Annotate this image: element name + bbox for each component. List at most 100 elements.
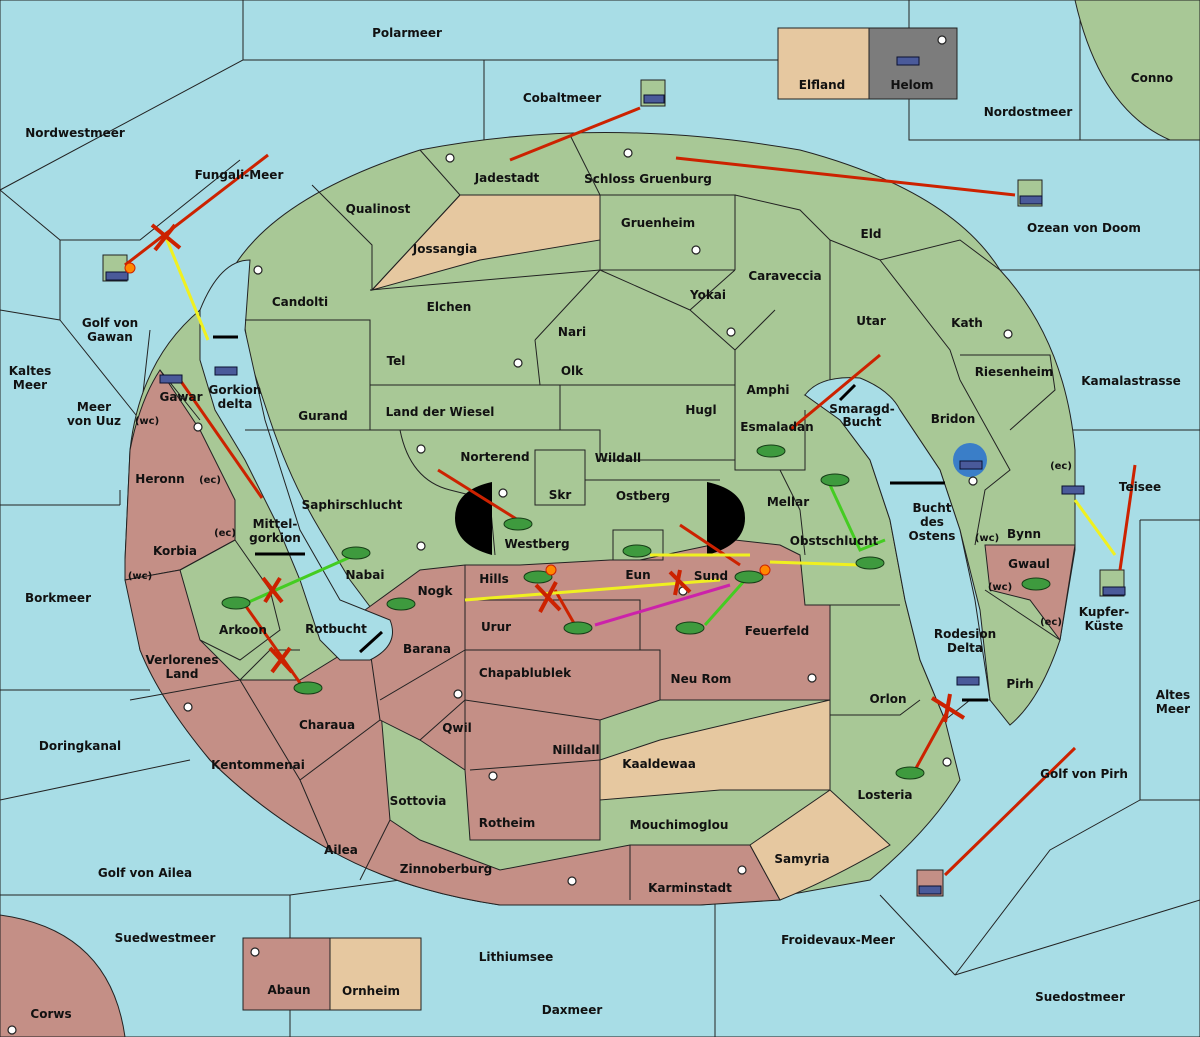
land-label: (ec) bbox=[214, 528, 236, 539]
sea-label-layer: Polarmeer Nordwestmeer Cobaltmeer Nordos… bbox=[9, 26, 1190, 1021]
sea-label: Doringkanal bbox=[39, 739, 121, 753]
land-label: Abaun bbox=[267, 983, 310, 997]
ship-icon bbox=[1019, 195, 1043, 205]
tank-icon bbox=[855, 556, 885, 570]
sea-label: Golf von Ailea bbox=[98, 866, 192, 880]
territory-conno[interactable] bbox=[1074, 0, 1200, 141]
land-label: (ec) bbox=[199, 475, 221, 486]
land-label: Candolti bbox=[272, 295, 328, 309]
sea-label: Kupfer- bbox=[1079, 605, 1129, 619]
ship-icon bbox=[918, 885, 942, 895]
cross-icon bbox=[261, 576, 284, 604]
ship-icon bbox=[159, 374, 183, 384]
sea-label: Rotbucht bbox=[305, 622, 367, 636]
sea-label: Golf von bbox=[82, 316, 138, 330]
sea-label: Corws bbox=[30, 1007, 71, 1021]
ship-icon bbox=[896, 56, 920, 66]
sea-label: Altes bbox=[1156, 688, 1190, 702]
land-label: Wildall bbox=[595, 451, 641, 465]
explosion-icon bbox=[545, 564, 557, 576]
land-label: Chapablublek bbox=[479, 666, 572, 680]
sea-label: Cobaltmeer bbox=[523, 91, 601, 105]
supply-center-icon bbox=[942, 757, 952, 767]
supply-center-icon bbox=[1003, 329, 1013, 339]
tank-icon bbox=[293, 681, 323, 695]
sea-label: Conno bbox=[1131, 71, 1173, 85]
land-label: Gawar bbox=[159, 390, 202, 404]
tank-icon bbox=[503, 517, 533, 531]
land-label: Schloss Gruenburg bbox=[584, 172, 712, 186]
land-label: Ostberg bbox=[616, 489, 670, 503]
tank-icon bbox=[523, 570, 553, 584]
sea-label: Teisee bbox=[1119, 480, 1161, 494]
land-label: Gurand bbox=[298, 409, 348, 423]
tank-icon bbox=[1021, 577, 1051, 591]
land-label: Nogk bbox=[418, 584, 454, 598]
bay-east bbox=[804, 377, 991, 721]
supply-center-icon bbox=[253, 265, 263, 275]
sea-label: Meer bbox=[1156, 702, 1190, 716]
sea-label: Nordwestmeer bbox=[25, 126, 125, 140]
land-label: Skr bbox=[549, 488, 572, 502]
land-label: Verlorenes bbox=[146, 653, 219, 667]
land-label: Qualinost bbox=[346, 202, 411, 216]
land-label: Land der Wiesel bbox=[386, 405, 495, 419]
land-label: Sottovia bbox=[390, 794, 447, 808]
sea-label: des bbox=[920, 515, 944, 529]
land-label: Amphi bbox=[746, 383, 789, 397]
ship-icon bbox=[1102, 586, 1126, 596]
sea-label: Fungali-Meer bbox=[195, 168, 284, 182]
sea-label: Bucht bbox=[842, 415, 881, 429]
supply-center-icon bbox=[183, 702, 193, 712]
land-label: Jadestadt bbox=[474, 171, 540, 185]
land-label: Sund bbox=[694, 569, 728, 583]
cross-icons bbox=[150, 223, 966, 723]
supply-center-icon bbox=[250, 947, 260, 957]
supply-center-icon bbox=[453, 689, 463, 699]
land-label: Charaua bbox=[299, 718, 355, 732]
land-label: Bridon bbox=[931, 412, 976, 426]
sea-label: Delta bbox=[947, 641, 983, 655]
land-label: (wc) bbox=[988, 582, 1012, 593]
land-label: Saphirschlucht bbox=[302, 498, 403, 512]
land-label: (ec) bbox=[1040, 617, 1062, 628]
land-label: Westberg bbox=[504, 537, 569, 551]
explosion-icon bbox=[759, 564, 771, 576]
sea-label: Meer bbox=[77, 400, 111, 414]
land-label: Ornheim bbox=[342, 984, 400, 998]
sea-label: Polarmeer bbox=[372, 26, 442, 40]
land-label: Hugl bbox=[685, 403, 716, 417]
supply-center-icon bbox=[737, 865, 747, 875]
tank-icon bbox=[622, 544, 652, 558]
sea-label: gorkion bbox=[249, 531, 301, 545]
supply-center-icon bbox=[445, 153, 455, 163]
land-label: Nabai bbox=[346, 568, 385, 582]
sea-label: Küste bbox=[1085, 619, 1124, 633]
neutral-territories bbox=[329, 27, 891, 1011]
ship-icon bbox=[214, 366, 238, 376]
sea-label: Lithiumsee bbox=[479, 950, 554, 964]
supply-center-icon bbox=[726, 327, 736, 337]
land-label: Kentommenai bbox=[211, 758, 305, 772]
ship-icon bbox=[1061, 485, 1085, 495]
explosion-icon bbox=[124, 262, 136, 274]
land-label: Zinnoberburg bbox=[400, 862, 492, 876]
land-label: Orlon bbox=[869, 692, 906, 706]
fortress-west bbox=[455, 482, 492, 555]
sea-label: Suedostmeer bbox=[1035, 990, 1125, 1004]
supply-center-icon bbox=[807, 673, 817, 683]
ship-icon bbox=[959, 460, 983, 470]
land-label: Nari bbox=[558, 325, 586, 339]
legend-helom: Helom bbox=[890, 78, 933, 92]
ship-icon bbox=[643, 94, 665, 104]
territory-corws[interactable] bbox=[0, 914, 126, 1037]
land-label: Tel bbox=[387, 354, 406, 368]
land-label: Karminstadt bbox=[648, 881, 732, 895]
supply-center-icon bbox=[968, 476, 978, 486]
tank-icon bbox=[734, 570, 764, 584]
tank-icon bbox=[675, 621, 705, 635]
supply-center-icon bbox=[416, 444, 426, 454]
sea-label: Borkmeer bbox=[25, 591, 91, 605]
land-label: Elchen bbox=[427, 300, 472, 314]
